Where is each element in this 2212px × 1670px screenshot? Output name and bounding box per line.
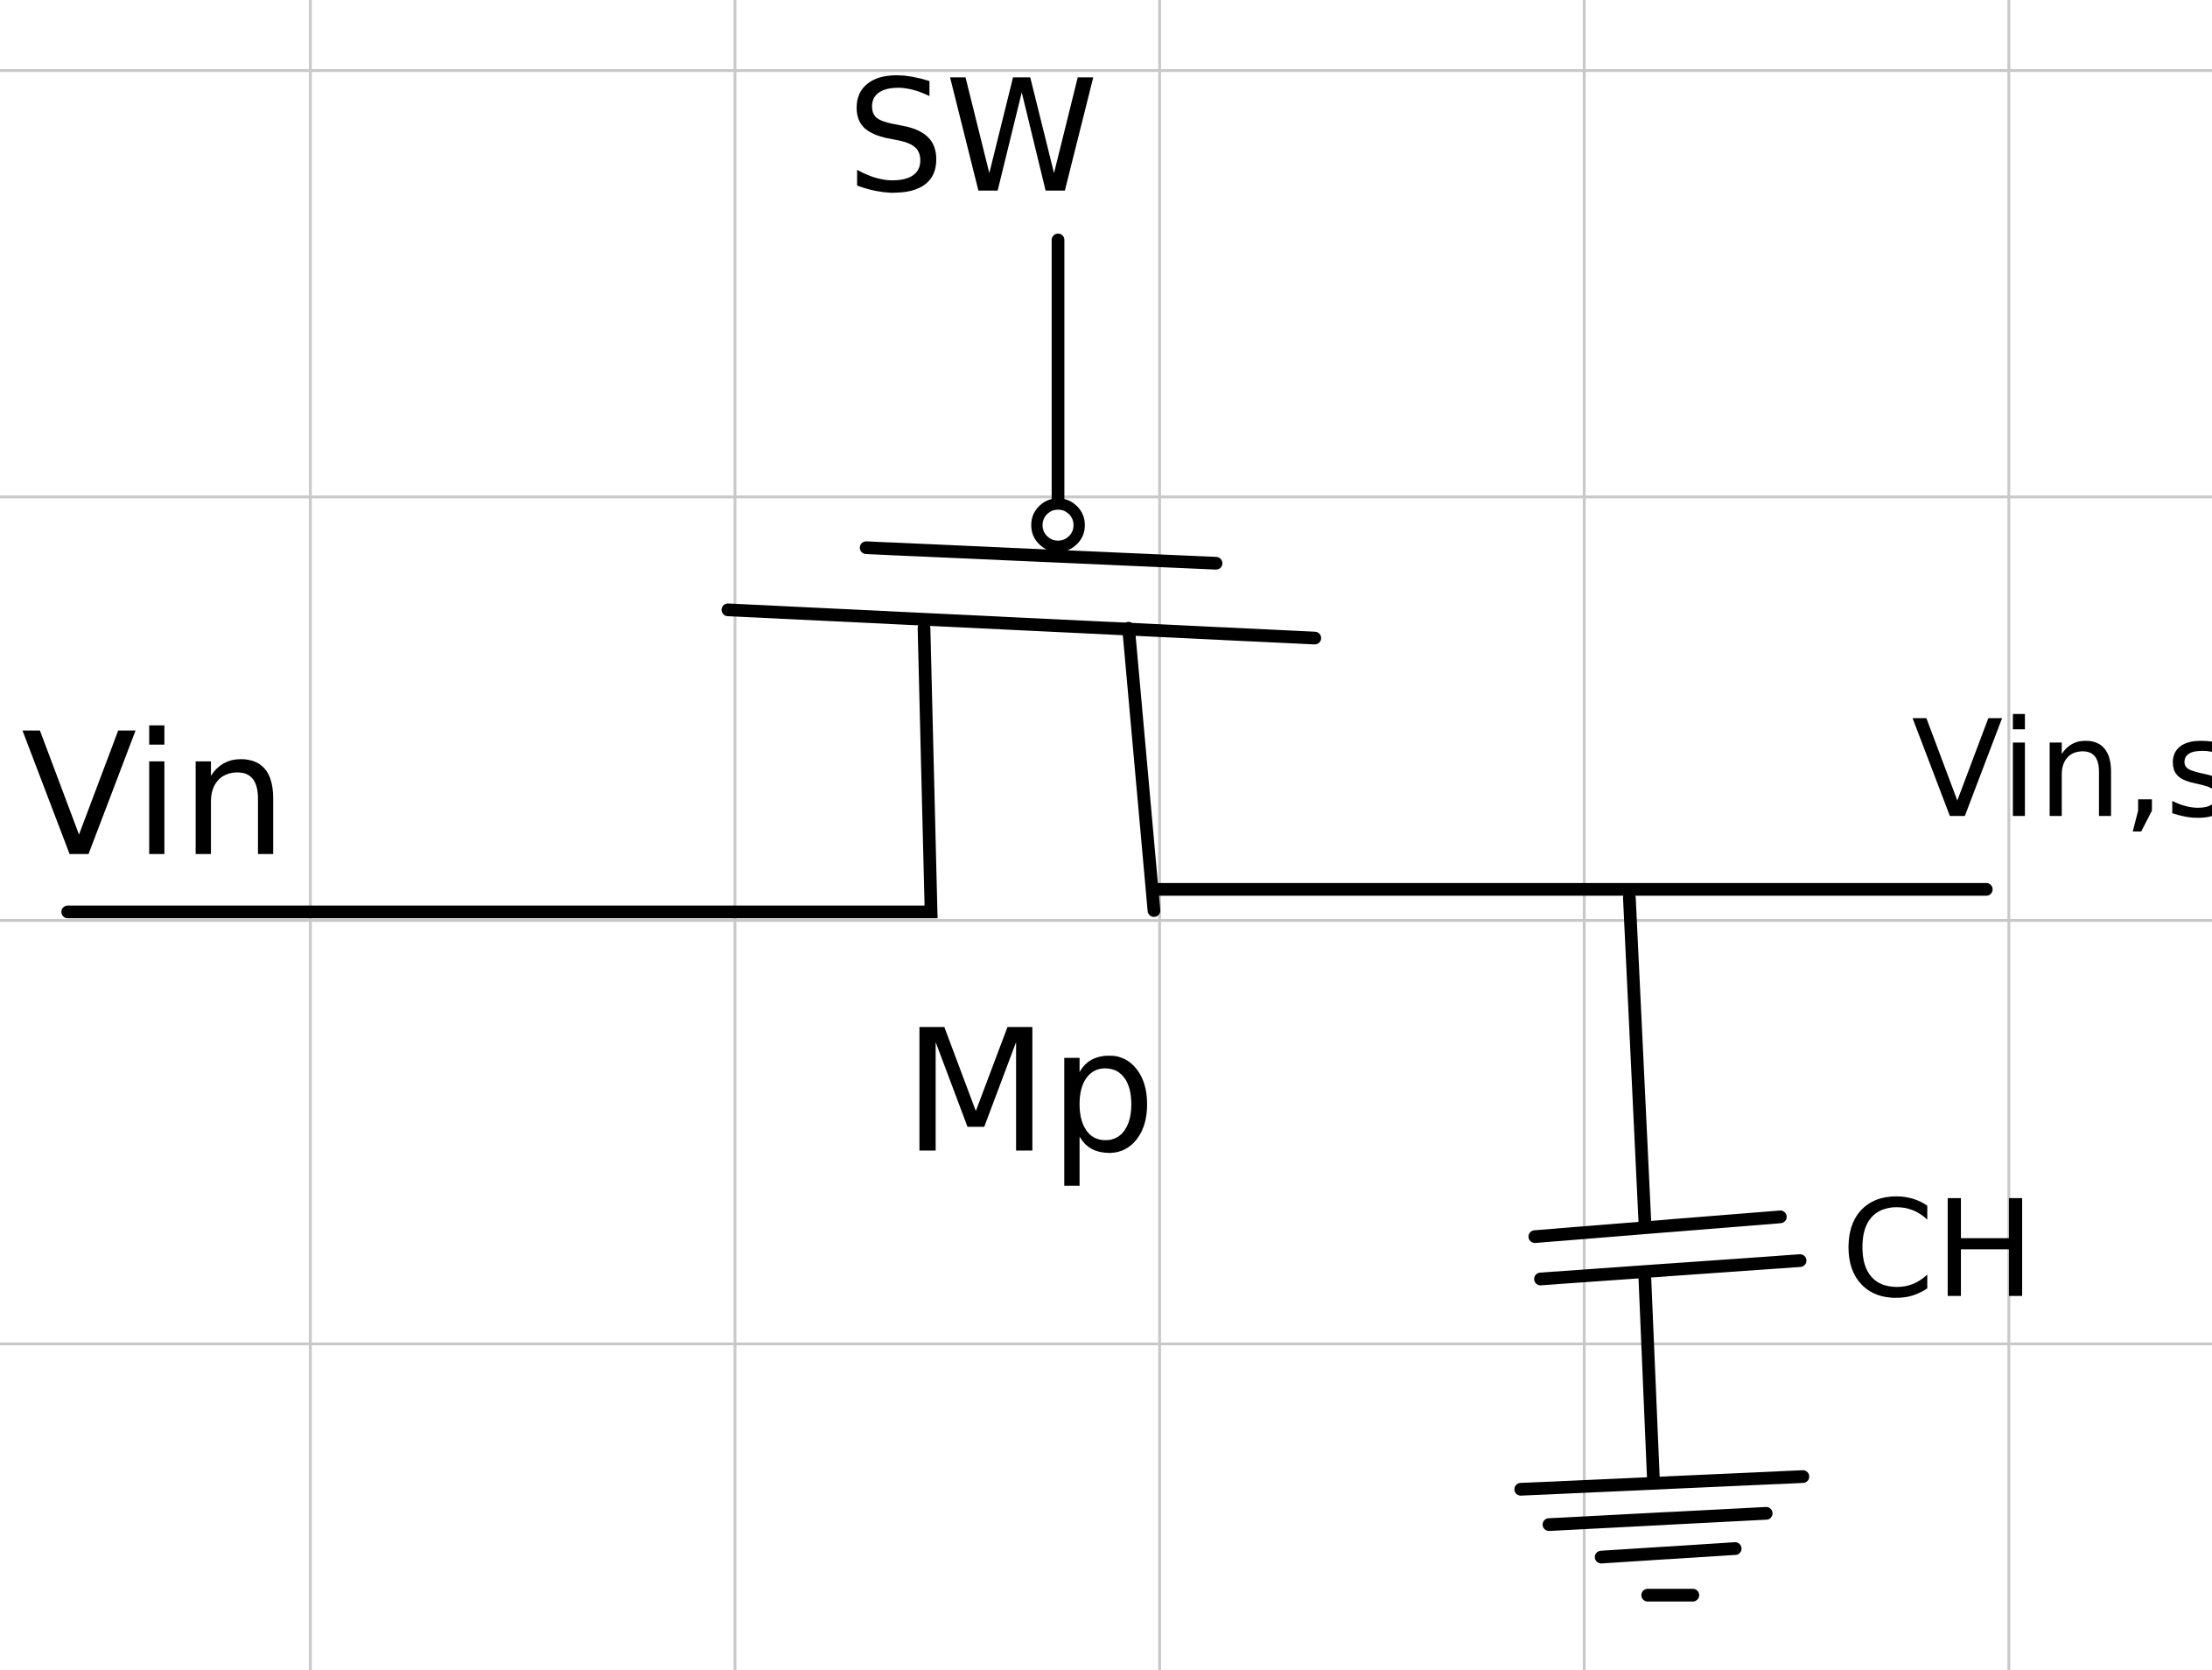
hold-capacitor <box>1528 891 1807 1484</box>
gate-plate <box>859 541 1223 570</box>
ground-line-1 <box>1514 1470 1810 1496</box>
pmos-transistor <box>61 233 1321 919</box>
transistor-label: Mp <box>903 993 1157 1190</box>
ground-line-2 <box>1542 1506 1773 1532</box>
output-label: Vin,s <box>1912 692 2212 848</box>
output-terminal <box>1122 621 1161 917</box>
capacitor-plate-top <box>1528 1210 1787 1244</box>
capacitor-top-wire <box>1622 891 1652 1229</box>
ground-line-3 <box>1594 1542 1742 1564</box>
capacitor-plate-bottom <box>1534 1254 1807 1286</box>
capacitor-bottom-wire <box>1638 1272 1660 1484</box>
capacitor-label: CH <box>1841 1173 2035 1329</box>
input-wire <box>61 621 938 919</box>
ground-symbol <box>1514 1470 1810 1602</box>
channel-line <box>721 603 1321 645</box>
pmos-bubble <box>1031 498 1085 552</box>
input-label: Vin <box>21 697 287 895</box>
gate-label: SW <box>846 46 1098 228</box>
